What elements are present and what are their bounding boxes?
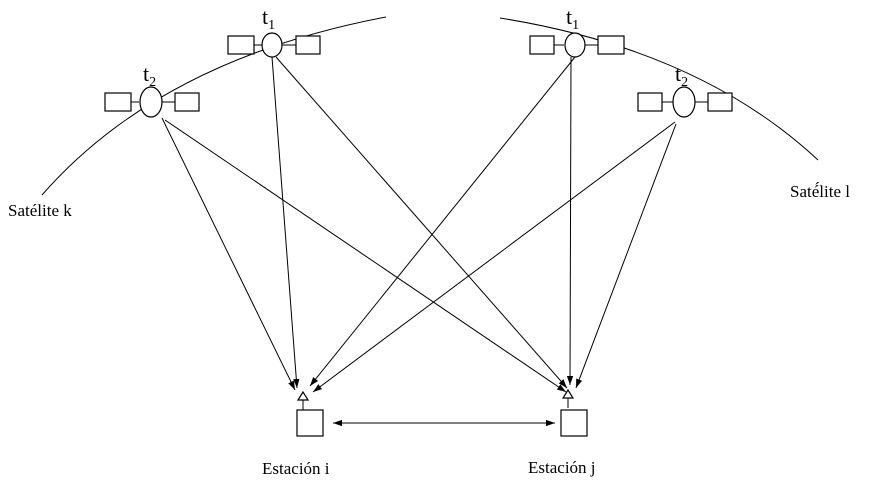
station-j-icon [560, 388, 588, 437]
station-j-label: Estación j [528, 458, 596, 477]
epoch-label-l-t1: t1 [566, 4, 579, 33]
epoch-label-l-t2: t2 [675, 61, 688, 90]
epoch-label-k-t2: t2 [143, 61, 156, 90]
ray-l-t2-to-station-j [575, 123, 677, 389]
svg-text:t2: t2 [143, 61, 156, 90]
satellite-k-label: Satélite k [8, 201, 72, 220]
satellite-l-label: Saté́lite l [790, 181, 850, 201]
satellite-l-t2-icon [637, 86, 733, 118]
svg-text:t2: t2 [675, 61, 688, 90]
ray-k-t2-to-station-i [161, 117, 296, 391]
ray-l-t1-to-station-j [566, 56, 574, 386]
ray-k-t2-to-station-j [164, 119, 567, 393]
station-i-label: Estación i [262, 459, 330, 478]
satellite-l-t1-icon [529, 32, 625, 58]
station-i-icon [296, 390, 324, 437]
orbit-arc-satellite-l [499, 17, 819, 161]
satellite-k-t1-icon [227, 32, 321, 58]
ray-l-t1-to-station-i [309, 56, 576, 387]
satellite-k-t2-icon [104, 86, 200, 118]
svg-text:t1: t1 [566, 4, 579, 33]
ray-l-t2-to-station-i [312, 121, 676, 393]
orbit-arc-satellite-k [41, 16, 387, 196]
ray-k-t1-to-station-j [275, 56, 568, 389]
ray-k-t1-to-station-i [271, 56, 300, 389]
svg-text:t1: t1 [262, 4, 275, 33]
epoch-label-k-t1: t1 [262, 4, 275, 33]
